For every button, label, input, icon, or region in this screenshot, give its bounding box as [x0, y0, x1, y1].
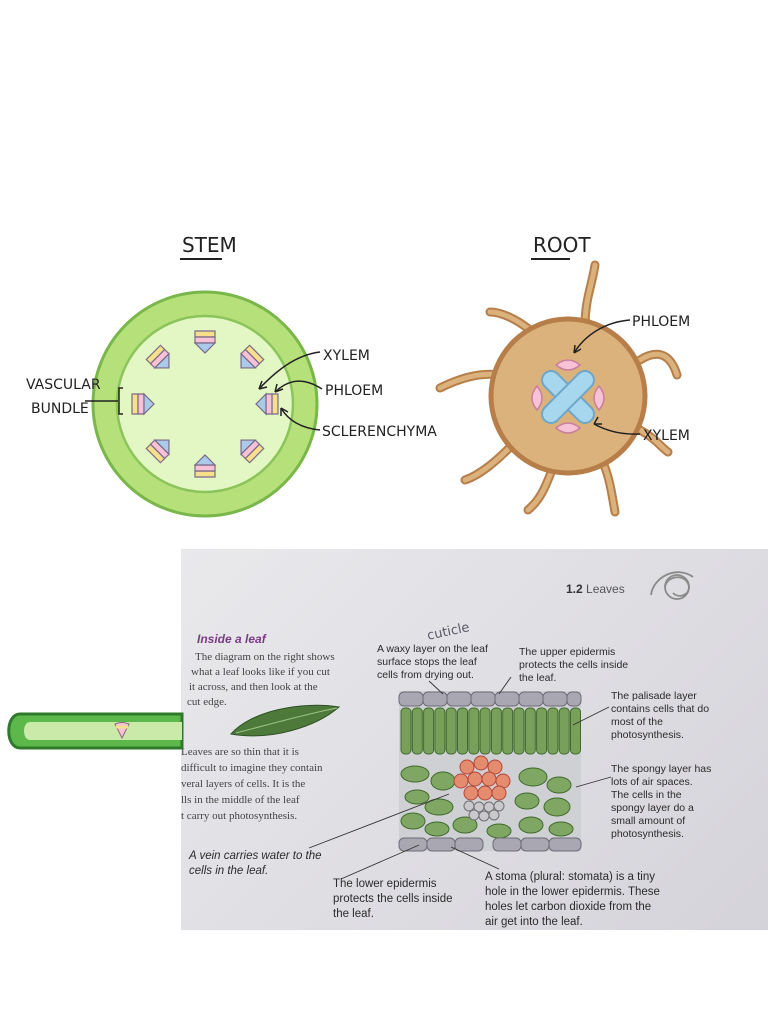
textbook-photo: cuticle 1.2 Leaves Inside a leaf The dia…	[181, 549, 768, 930]
intro-line-1: The diagram on the right shows	[195, 651, 335, 663]
palisade-cell	[423, 707, 435, 755]
vascular-bundle	[193, 454, 217, 478]
label-waxy-layer: A waxy layer on the leaf surface stops t…	[377, 643, 488, 681]
lower-epidermis	[398, 837, 582, 852]
label-vein: A vein carries water to the cells in the…	[189, 850, 322, 877]
vein-xylem	[453, 755, 511, 801]
palisade-cell	[558, 707, 570, 755]
vascular-bundle	[145, 439, 170, 464]
para-line-2: difficult to imagine they contain	[181, 762, 323, 774]
para-line-1: Leaves are so thin that it is	[181, 746, 299, 758]
intro-line-4: cut edge.	[187, 696, 227, 708]
palisade-cell	[536, 707, 548, 755]
label-pointers	[308, 676, 612, 880]
cross-section	[398, 691, 582, 852]
stem-label-xylem: XYLEM	[323, 348, 370, 364]
heading-inside-leaf: Inside a leaf	[197, 632, 266, 646]
stem-root-diagram: STEM XYLEM PHLOEM SCLERENCHYMA VASCULAR …	[26, 233, 690, 518]
para-line-5: t carry out photosynthesis.	[181, 810, 298, 822]
stem-label-sclerenchyma: SCLERENCHYMA	[322, 424, 437, 440]
section-header: 1.2 Leaves	[566, 582, 625, 596]
handwritten-cuticle: cuticle	[426, 620, 471, 644]
intro-line-2: what a leaf looks like if you cut	[191, 666, 330, 678]
palisade-layer	[400, 707, 581, 755]
swirl-logo	[650, 571, 694, 600]
palisade-cell	[457, 707, 468, 755]
leaf-cross-section: cuticle	[230, 571, 694, 880]
upper-epidermis	[398, 691, 582, 707]
spongy-layer	[400, 765, 574, 839]
palisade-cell	[468, 707, 480, 755]
section-title: Leaves	[586, 582, 625, 596]
green-stem-section	[7, 712, 184, 750]
palisade-cell	[524, 707, 536, 755]
label-stoma: A stoma (plural: stomata) is a tiny hole…	[485, 871, 660, 928]
stem-arrows	[85, 351, 323, 431]
label-upper-epidermis: The upper epidermis protects the cells i…	[519, 646, 629, 684]
root-xylem-cross	[541, 370, 595, 424]
para-line-3: veral layers of cells. It is the	[181, 778, 306, 790]
vascular-bundle	[145, 344, 170, 369]
stem-label-vascular-1: VASCULAR	[26, 377, 101, 393]
vascular-bundles	[131, 330, 279, 478]
root-title: ROOT	[533, 233, 591, 257]
root-label-phloem: PHLOEM	[632, 314, 690, 330]
root-arrows	[573, 319, 641, 435]
stem-label-vascular-2: BUNDLE	[31, 401, 89, 417]
vascular-bundle	[240, 344, 265, 369]
label-lower-epidermis: The lower epidermis protects the cells i…	[333, 878, 453, 920]
root-phloem-groups	[531, 359, 605, 434]
intro-line-3: it across, and then look at the	[189, 681, 318, 693]
palisade-cell	[445, 707, 457, 755]
palisade-cell	[400, 707, 412, 755]
root-label-xylem: XYLEM	[643, 428, 690, 444]
palisade-cell	[490, 707, 502, 755]
vascular-bundle	[255, 392, 279, 416]
label-spongy: The spongy layer has lots of air spaces.…	[611, 763, 712, 840]
leaf-drawing	[230, 704, 341, 737]
palisade-cell	[479, 707, 491, 755]
para-line-4: lls in the middle of the leaf	[181, 794, 300, 806]
palisade-cell	[513, 707, 525, 755]
palisade-cell	[570, 707, 581, 755]
label-palisade: The palisade layer contains cells that d…	[611, 690, 710, 741]
palisade-cell	[502, 707, 514, 755]
section-number: 1.2	[566, 582, 583, 596]
stem-label-phloem: PHLOEM	[325, 383, 383, 399]
vein-phloem	[463, 800, 505, 822]
vascular-bundle	[193, 330, 217, 354]
vascular-bundle	[131, 392, 155, 416]
vascular-bundle	[240, 439, 265, 464]
palisade-cell	[434, 707, 446, 755]
palisade-cell	[547, 707, 559, 755]
palisade-cell	[411, 707, 423, 755]
stem-title: STEM	[182, 233, 237, 257]
